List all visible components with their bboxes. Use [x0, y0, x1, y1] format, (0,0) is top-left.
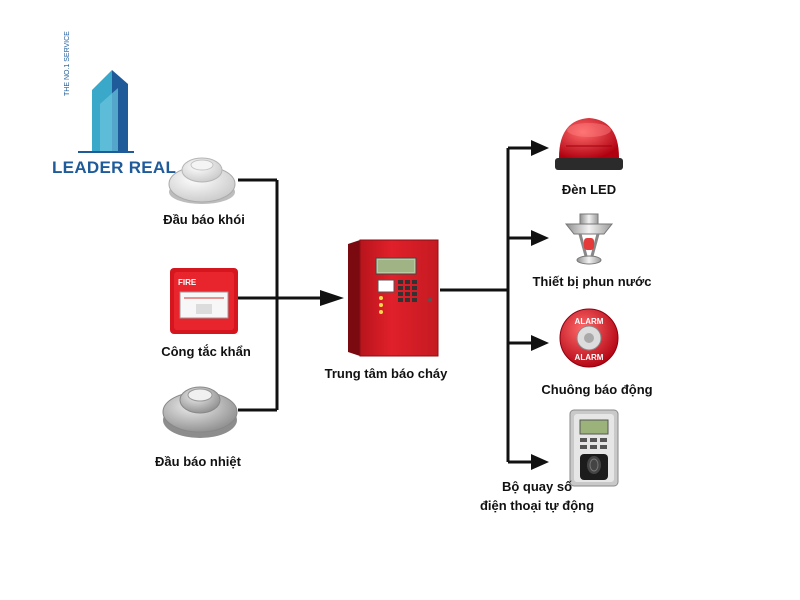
auto-dialer-label-line1: Bộ quay số [501, 479, 573, 494]
heat-detector-label: Đầu báo nhiệt [155, 454, 241, 469]
led-light-label: Đèn LED [561, 182, 617, 197]
alarm-bell-label: Chuông báo động [541, 382, 653, 397]
brand-name: LEADER REAL [52, 158, 177, 177]
output-arrowheads [531, 140, 549, 470]
brand-logo-icon [78, 70, 134, 153]
control-panel-label: Trung tâm báo cháy [324, 366, 448, 381]
sprinkler-icon [564, 213, 614, 265]
fire-switch-text: FIRE [178, 278, 197, 287]
sprinkler-label: Thiết bị phun nước [532, 274, 652, 289]
fire-alarm-switch-icon: FIRE [170, 268, 238, 334]
fire-alarm-panel-icon [348, 239, 439, 357]
auto-dialer-icon [569, 409, 619, 487]
bell-text-top: ALARM [575, 317, 604, 326]
smoke-detector-label: Đầu báo khói [163, 212, 245, 227]
input-connectors [238, 178, 322, 412]
auto-dialer-label-line2: điện thoại tự động [479, 498, 595, 513]
alarm-bell-icon: ALARM ALARM [559, 308, 619, 368]
arrow-to-panel [320, 290, 344, 306]
heat-detector-icon [162, 386, 238, 438]
smoke-detector-icon [168, 157, 236, 204]
output-connectors [440, 146, 533, 464]
red-strobe-light-icon [555, 118, 623, 170]
fire-switch-label: Công tắc khẩn [161, 344, 251, 359]
bell-text-bottom: ALARM [575, 353, 604, 362]
brand-tagline: THE NO.1 SERVICE [64, 31, 71, 96]
